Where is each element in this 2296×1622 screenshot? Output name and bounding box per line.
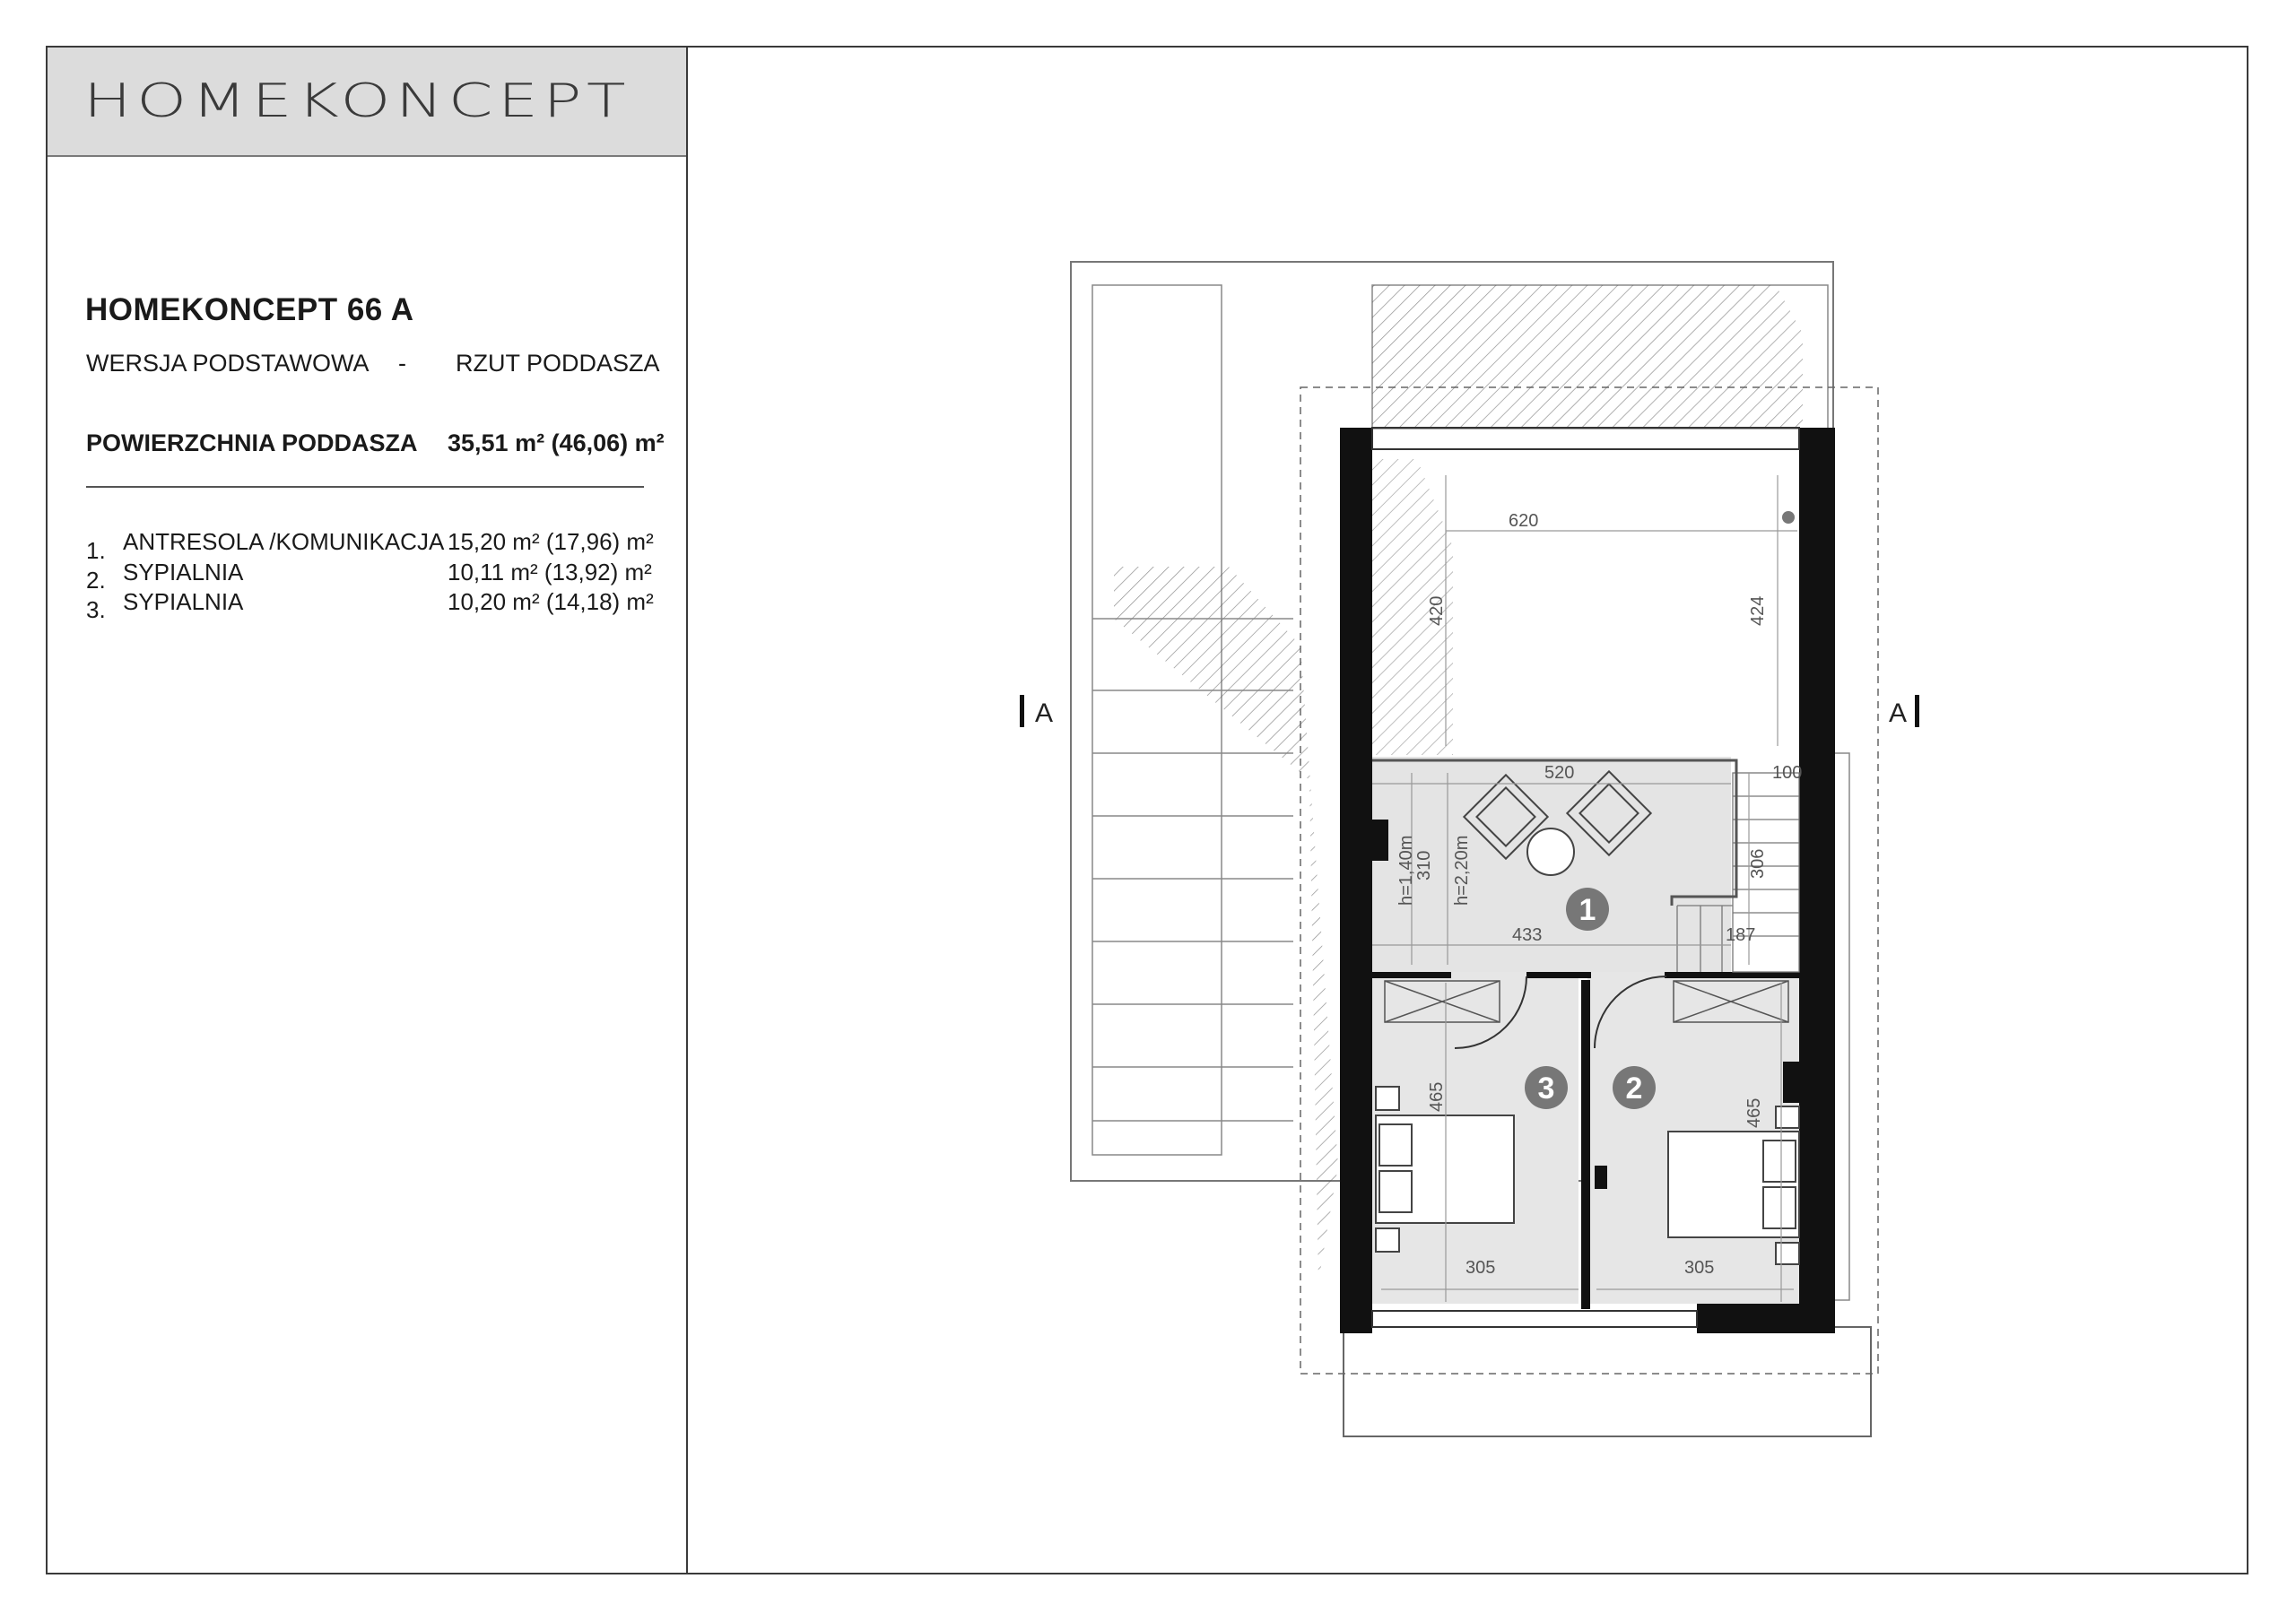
roof-lines: [1092, 618, 1293, 1122]
total-area-label: POWIERZCHNIA PODDASZA: [86, 429, 418, 456]
wardrobe: [1384, 980, 1500, 1023]
dim-left-depth: 420: [1427, 596, 1447, 626]
dim-right-depth: 424: [1748, 596, 1768, 626]
view-name: RZUT PODDASZA: [456, 350, 660, 377]
partition-wall: [1581, 980, 1590, 1309]
height-low: h=1,40m: [1396, 836, 1416, 906]
room-marker-3: 3: [1525, 1066, 1568, 1109]
project-title: HOMEKONCEPT 66 A: [85, 292, 414, 327]
switch-icon: [1372, 820, 1388, 861]
dim-room3-depth: 465: [1427, 1082, 1447, 1112]
room-number: 2.: [86, 567, 106, 594]
room-area: 10,20 m² (14,18) m²: [448, 588, 654, 615]
door-swing: [1594, 976, 1667, 1049]
wall-bottom-right: [1697, 1304, 1799, 1333]
dim-mezz-lower-width: 433: [1512, 925, 1542, 945]
wardrobe: [1673, 980, 1789, 1023]
room-number: 3.: [86, 596, 106, 623]
section-marker-left: A: [1020, 695, 1053, 728]
height-high: h=2,20m: [1452, 836, 1472, 906]
light-point-icon: [1782, 511, 1795, 524]
partition-wall: [1372, 972, 1451, 978]
partition-wall: [1526, 972, 1591, 978]
room-marker-label: 1: [1579, 893, 1596, 927]
wall-right: [1799, 428, 1835, 1333]
roof-slope-hatch: [1114, 567, 1338, 1282]
room-marker-label: 2: [1626, 1071, 1643, 1106]
dim-room2-depth: 465: [1744, 1098, 1764, 1128]
room-area: 15,20 m² (17,96) m²: [448, 528, 654, 555]
dim-stair-depth: 306: [1748, 849, 1768, 879]
bed: [1667, 1106, 1800, 1265]
room-name: SYPIALNIA: [123, 559, 244, 585]
section-label: A: [1889, 698, 1907, 728]
dim-stair-width: 187: [1726, 925, 1755, 945]
section-label: A: [1035, 698, 1053, 728]
room-marker-2: 2: [1613, 1066, 1656, 1109]
roof-bottom-edge: [1343, 1326, 1872, 1437]
section-marker-right: A: [1889, 695, 1919, 728]
dim-room3-width: 305: [1465, 1258, 1495, 1278]
socket-icon: [1783, 1062, 1799, 1103]
armchair: [1565, 769, 1653, 857]
room-name: ANTRESOLA /KOMUNIKACJA: [123, 528, 445, 555]
armchair: [1462, 773, 1550, 861]
variant-separator: -: [398, 350, 406, 377]
wall-bottom-window: [1371, 1310, 1698, 1328]
dim-mezz-width: 520: [1544, 763, 1574, 783]
room-area: 10,11 m² (13,92) m²: [448, 559, 652, 585]
dim-mezz-depth: 310: [1414, 851, 1434, 880]
dim-stair-gap: 100: [1772, 763, 1802, 783]
sheet-frame: HOMEKONCEPT HOMEKONCEPT 66 A WERSJA PODS…: [46, 46, 2248, 1574]
brand-logo: HOMEKONCEPT: [83, 74, 631, 126]
total-area-value: 35,51 m² (46,06) m²: [448, 429, 665, 456]
coffee-table: [1526, 828, 1575, 876]
wall-top-window: [1371, 427, 1800, 450]
dim-room2-width: 305: [1684, 1258, 1714, 1278]
dimension-lines: [1372, 773, 1794, 1302]
info-panel: HOMEKONCEPT HOMEKONCEPT 66 A WERSJA PODS…: [48, 48, 688, 1573]
variant-label: WERSJA PODSTAWOWA: [86, 350, 370, 377]
room-name: SYPIALNIA: [123, 588, 244, 615]
socket-icon: [1595, 1166, 1607, 1189]
bed: [1375, 1086, 1515, 1253]
brand-header: HOMEKONCEPT: [48, 48, 686, 157]
roof-slope-hatch: [1372, 285, 1803, 429]
roof-slope-hatch: [1370, 459, 1453, 755]
staircase: [1676, 772, 1800, 973]
wall-left: [1340, 428, 1372, 1333]
partition-wall: [1665, 972, 1799, 978]
dim-top-width: 620: [1509, 511, 1538, 531]
room-number: 1.: [86, 537, 106, 564]
divider: [86, 486, 644, 488]
door-swing: [1454, 976, 1527, 1049]
roof-left-edge: [1091, 284, 1222, 1156]
room-marker-label: 3: [1538, 1071, 1555, 1106]
brand-name: HOMEKONCEPT: [83, 74, 631, 126]
void-dim-lines: [1445, 475, 1797, 746]
railing: [1372, 759, 1738, 906]
room-marker-1: 1: [1566, 888, 1609, 931]
